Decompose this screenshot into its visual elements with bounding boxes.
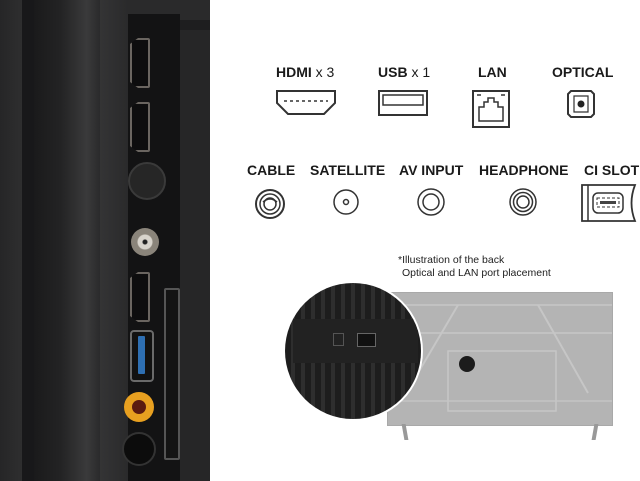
cable-icon xyxy=(255,189,285,219)
satellite-port xyxy=(131,228,159,256)
magnified-optical-port xyxy=(333,333,344,346)
lan-icon xyxy=(472,90,510,128)
magnified-lan-port xyxy=(357,333,376,347)
illustration-note: *Illustration of the back Optical and LA… xyxy=(398,254,551,280)
hdmi-port-2 xyxy=(130,102,150,152)
usb-label: USB x 1 xyxy=(378,64,431,80)
satellite-label: SATELLITE xyxy=(310,162,386,178)
headphone-port xyxy=(122,432,156,466)
magnified-port-view xyxy=(285,283,421,419)
ci-slot-label: CI SLOT xyxy=(584,162,640,178)
hdmi-port-1 xyxy=(130,38,150,88)
optical-icon xyxy=(567,90,595,118)
tv-leg-left xyxy=(401,424,409,440)
note-line-2: Optical and LAN port placement xyxy=(402,267,551,279)
ci-slot-icon xyxy=(581,184,637,222)
satellite-icon xyxy=(333,189,359,215)
av-input-label: AV INPUT xyxy=(399,162,464,178)
hdmi-label: HDMI x 3 xyxy=(276,64,335,80)
tv-leg-right xyxy=(591,424,599,440)
tv-side-ports-photo xyxy=(0,0,210,481)
tv-edge xyxy=(0,0,22,481)
tv-back-illustration xyxy=(387,292,613,426)
cable-label: CABLE xyxy=(247,162,296,178)
tv-bezel xyxy=(34,0,100,481)
hdmi-port-3 xyxy=(130,272,150,322)
headphone-label: HEADPHONE xyxy=(479,162,569,178)
tv-strip xyxy=(100,0,128,481)
tv-back-port-dot xyxy=(459,356,475,372)
av-input-port xyxy=(124,392,154,422)
headphone-icon xyxy=(509,188,537,216)
av-input-icon xyxy=(417,188,445,216)
usb-port xyxy=(130,330,154,382)
note-line-1: *Illustration of the back xyxy=(398,254,505,266)
panel-right-strip xyxy=(180,30,210,481)
ci-slot-port xyxy=(164,288,180,460)
optical-label: OPTICAL xyxy=(552,64,614,80)
tv-back-lines xyxy=(388,304,612,412)
tv-edge-shadow xyxy=(22,0,34,481)
lan-label: LAN xyxy=(478,64,507,80)
usb-icon xyxy=(378,90,428,116)
magnified-port-bar xyxy=(293,319,418,363)
hdmi-icon xyxy=(276,90,336,115)
cable-port xyxy=(128,162,166,200)
